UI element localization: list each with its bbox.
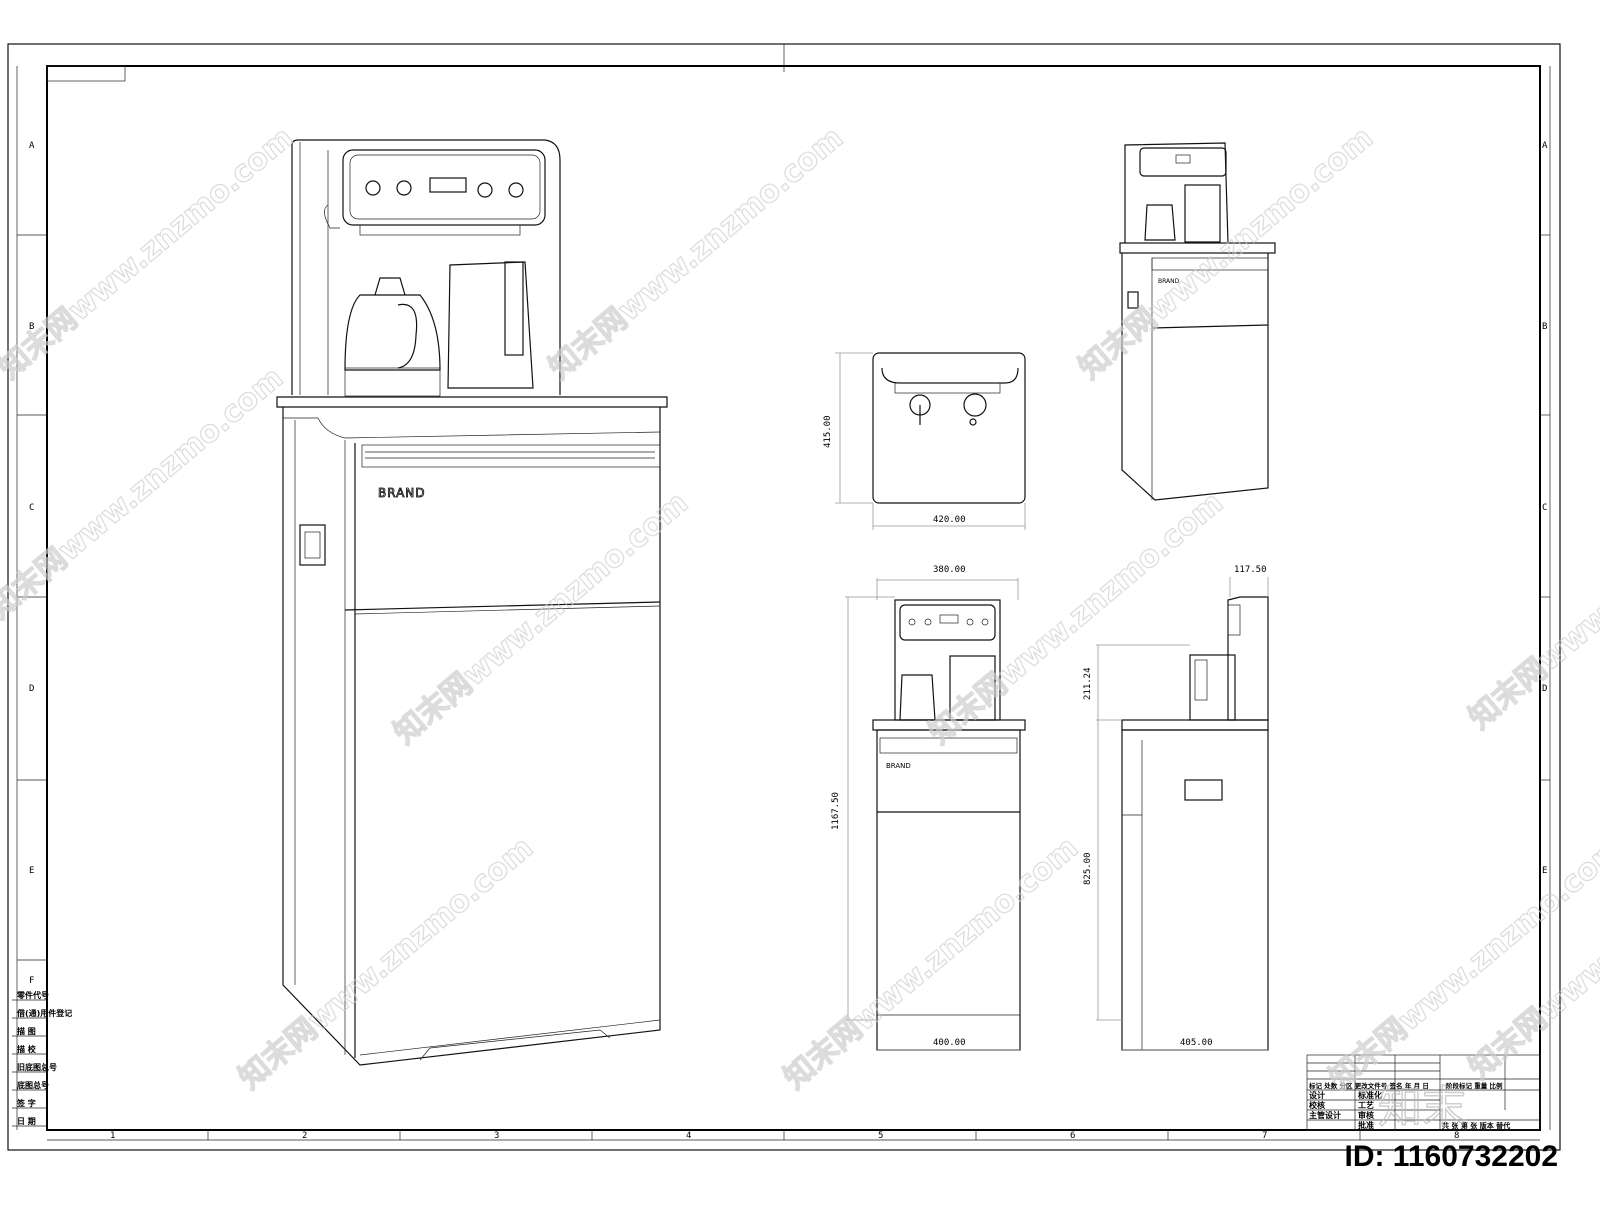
zone-dividers (17, 234, 1550, 1140)
side-handle (1184, 779, 1223, 801)
svg-text:知末网www.znzmo.com: 知末网www.znzmo.com (778, 830, 1085, 1096)
svg-text:描 校: 描 校 (17, 1044, 37, 1054)
watermark-logo: 知末 (1378, 1082, 1466, 1133)
counter-top (276, 396, 668, 408)
svg-text:知末网www.znzmo.com: 知末网www.znzmo.com (1463, 470, 1600, 736)
svg-text:描 图: 描 图 (17, 1026, 36, 1036)
cabinet-body (282, 407, 661, 1066)
kettle (344, 294, 441, 371)
svg-text:校核: 校核 (1309, 1100, 1325, 1110)
svg-text:7: 7 (1262, 1131, 1267, 1141)
svg-text:E: E (1542, 866, 1547, 876)
front-view: BRAND 380.00 1167.50 400.00 (831, 565, 1026, 1051)
side-table: 零件代号 借(通)用件登记 描 图 描 校 旧底图总号 底图总号 签 字 日 期 (12, 990, 72, 1127)
svg-text:设计: 设计 (1309, 1090, 1325, 1100)
svg-text:6: 6 (1070, 1131, 1075, 1141)
svg-text:BRAND: BRAND (886, 762, 911, 770)
vent-grille (361, 444, 661, 468)
tea-kettle (447, 261, 534, 389)
svg-text:B: B (1542, 322, 1547, 332)
svg-text:底图总号: 底图总号 (16, 1080, 49, 1090)
inner-frame (46, 65, 1541, 1131)
svg-text:BRAND: BRAND (1158, 278, 1180, 285)
dim-front-top-width: 380.00 (933, 565, 966, 575)
dim-side-depth: 405.00 (1180, 1038, 1213, 1048)
svg-text:A: A (29, 141, 35, 151)
svg-text:C: C (1542, 503, 1547, 513)
svg-text:知末网www.znzmo.com: 知末网www.znzmo.com (233, 830, 540, 1096)
side-handle (299, 524, 326, 566)
svg-text:B: B (29, 322, 34, 332)
svg-text:零件代号: 零件代号 (16, 990, 49, 1000)
svg-text:日 期: 日 期 (17, 1116, 36, 1126)
svg-text:知末网www.znzmo.com: 知末网www.znzmo.com (388, 485, 695, 751)
svg-text:E: E (29, 866, 34, 876)
svg-text:主管设计: 主管设计 (1309, 1110, 1341, 1120)
svg-text:A: A (1542, 141, 1548, 151)
svg-text:C: C (29, 503, 34, 513)
id-label: ID: 1160732202 (1344, 1140, 1558, 1173)
dim-front-height: 1167.50 (831, 792, 841, 830)
dim-side-body-height: 825.00 (1083, 852, 1093, 885)
zone-letters-right: A B C D E (1542, 141, 1548, 876)
watermarks: 知末网www.znzmo.com 知末网www.znzmo.com 知末网www… (0, 120, 1600, 1134)
outer-frame (7, 43, 1561, 1151)
svg-text:共 张 第 张 版本 替代: 共 张 第 张 版本 替代 (1442, 1121, 1510, 1130)
svg-text:签 字: 签 字 (16, 1098, 36, 1108)
svg-text:4: 4 (686, 1131, 691, 1141)
svg-text:标准化: 标准化 (1357, 1090, 1382, 1100)
svg-text:借(通)用件登记: 借(通)用件登记 (16, 1008, 72, 1018)
title-block: 标记 处数 分区 更改文件号 签名 年 月 日 阶段标记 重量 比例 设计 标准… (1306, 1054, 1541, 1131)
svg-text:知末网www.znzmo.com: 知末网www.znzmo.com (0, 120, 300, 386)
top-side-view: 415.00 420.00 (823, 352, 1026, 530)
svg-text:1: 1 (110, 1131, 115, 1141)
control-panel (342, 149, 546, 226)
dim-side-top-height: 211.24 (1083, 667, 1093, 700)
zone-numbers: 1 2 3 4 5 6 7 8 (110, 1131, 1459, 1141)
svg-text:审核: 审核 (1358, 1110, 1374, 1120)
corner-box (46, 65, 126, 82)
dim-side-top-depth: 117.50 (1234, 565, 1267, 575)
svg-text:旧底图总号: 旧底图总号 (17, 1062, 57, 1072)
svg-text:D: D (29, 684, 34, 694)
dim-side-width: 420.00 (933, 515, 966, 525)
svg-text:8: 8 (1454, 1131, 1459, 1141)
svg-text:F: F (29, 976, 34, 986)
svg-text:批准: 批准 (1358, 1120, 1374, 1130)
svg-text:阶段标记 重量 比例: 阶段标记 重量 比例 (1446, 1081, 1503, 1090)
svg-text:3: 3 (494, 1131, 499, 1141)
svg-text:2: 2 (302, 1131, 307, 1141)
svg-text:5: 5 (878, 1131, 883, 1141)
small-isometric-view: BRAND (1119, 142, 1276, 501)
main-perspective-view: BRAND (276, 139, 668, 1066)
svg-text:知末网www.znzmo.com: 知末网www.znzmo.com (543, 120, 850, 386)
svg-text:标记 处数 分区 更改文件号 签名 年 月 日: 标记 处数 分区 更改文件号 签名 年 月 日 (1308, 1081, 1429, 1090)
svg-text:知末网www.znzmo.com: 知末网www.znzmo.com (1323, 830, 1600, 1096)
svg-text:工艺: 工艺 (1358, 1100, 1374, 1110)
brand-label: BRAND (378, 486, 426, 500)
zone-letters-left: A B C D E F (29, 141, 35, 986)
svg-text:知末网www.znzmo.com: 知末网www.znzmo.com (0, 360, 290, 626)
svg-text:D: D (1542, 684, 1547, 694)
dim-front-width: 400.00 (933, 1038, 966, 1048)
dim-side-height: 415.00 (823, 415, 833, 448)
display (429, 177, 467, 193)
side-view: 117.50 211.24 825.00 405.00 (1083, 565, 1269, 1051)
svg-text:知末网www.znzmo.com: 知末网www.znzmo.com (923, 485, 1230, 751)
